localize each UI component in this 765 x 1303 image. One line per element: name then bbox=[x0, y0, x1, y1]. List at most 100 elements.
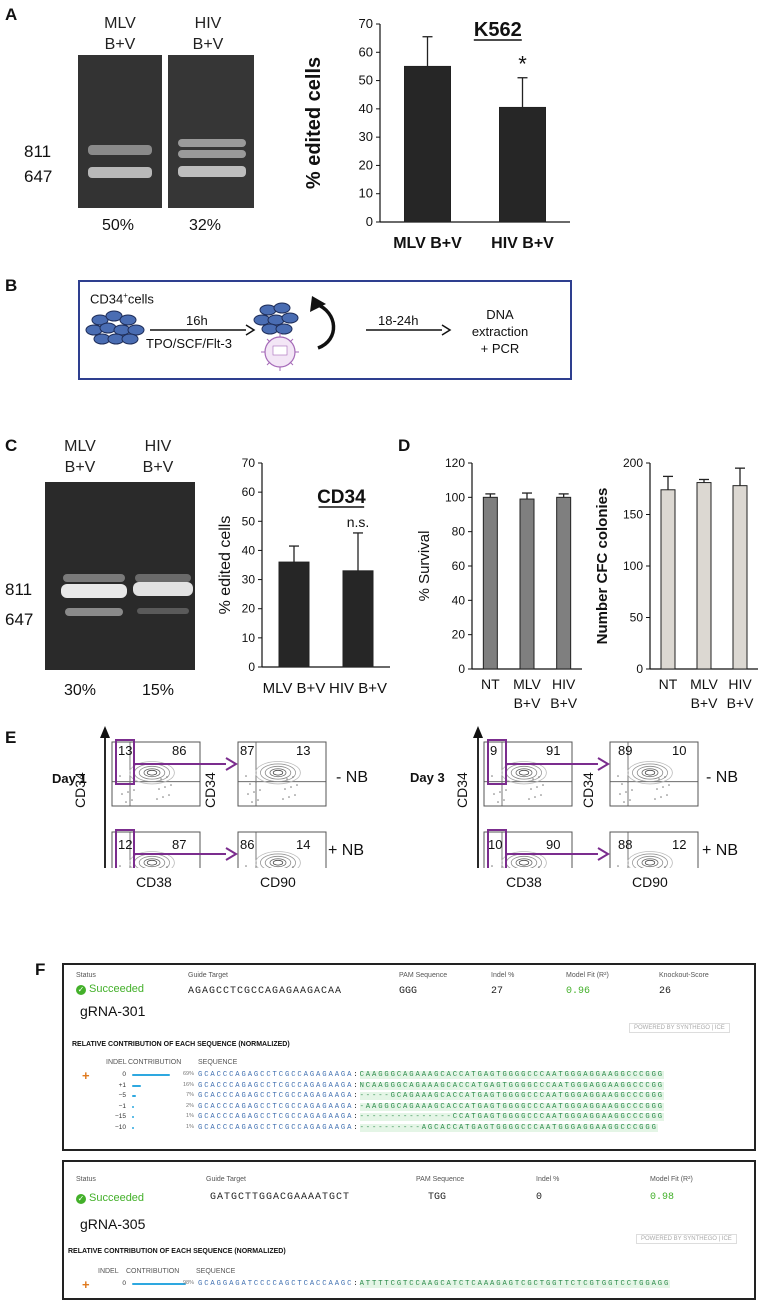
cut-site-marker: : bbox=[353, 1113, 360, 1121]
row-indel: −10 bbox=[114, 1123, 126, 1131]
model-fit-label: Model Fit (R²) bbox=[650, 1176, 693, 1183]
indel-value: 27 bbox=[491, 986, 504, 997]
event-dot bbox=[129, 781, 131, 783]
flow-quadrant-value: 10 bbox=[488, 837, 503, 852]
gel-band-647 bbox=[88, 167, 152, 178]
flow-plot-frame bbox=[609, 831, 699, 868]
event-dot bbox=[119, 865, 121, 867]
density-contour bbox=[272, 769, 284, 776]
gel-lane-bg bbox=[78, 55, 162, 208]
density-contour bbox=[264, 765, 292, 780]
x-axis-cd90: CD90 bbox=[260, 874, 296, 890]
viral-vector-icon bbox=[261, 333, 299, 371]
event-dot bbox=[119, 775, 121, 777]
sequence-guide-part: GCAGGAGATCCCCAGCTCACCAAGC bbox=[198, 1280, 354, 1288]
event-dot bbox=[127, 791, 129, 793]
event-dot bbox=[245, 865, 247, 867]
cells-name: CD34 bbox=[90, 291, 124, 307]
sequence-downstream-part: CAAGGGCAGAAAGCACCATGAGTGGGGCCCAATGGGAGGA… bbox=[359, 1071, 665, 1079]
col-sequence: SEQUENCE bbox=[196, 1268, 236, 1275]
category-label-line: B+V bbox=[727, 695, 755, 710]
y-tick-label: 50 bbox=[359, 73, 373, 88]
category-label-line: MLV bbox=[513, 676, 541, 692]
y-tick-label: 60 bbox=[359, 44, 373, 59]
flow-quadrant-value: 13 bbox=[118, 743, 133, 758]
density-contour bbox=[510, 765, 538, 780]
event-dot bbox=[656, 788, 658, 790]
edit-percent-lane1: 50% bbox=[102, 217, 135, 234]
sequence-downstream-part: ---------------CCATGAGTGGGGCCCAATGGGAGGA… bbox=[359, 1113, 665, 1121]
sequence-downstream-part: ATTTTCGTCCAAGCATCTCAAAGAGTCGCTGGTTCTCGTG… bbox=[359, 1280, 671, 1288]
event-dot bbox=[623, 801, 625, 803]
event-dot bbox=[245, 775, 247, 777]
flow-quadrant-value: 10 bbox=[672, 743, 687, 758]
axis-arrow-head-icon bbox=[473, 726, 483, 738]
cut-site-marker: : bbox=[353, 1123, 360, 1132]
gate-arrow-head-icon bbox=[597, 847, 610, 861]
event-dot bbox=[156, 798, 158, 800]
category-label-line: B+V bbox=[691, 695, 719, 710]
protocol-box bbox=[78, 280, 572, 380]
ice-report-gRNA-305: Status ✓Succeeded gRNA-305 Guide Target … bbox=[62, 1160, 756, 1300]
category-label-line: NT bbox=[659, 676, 678, 692]
protocol-diagram bbox=[85, 296, 452, 371]
x-axis-cd90: CD90 bbox=[632, 874, 668, 890]
density-contour bbox=[146, 769, 158, 776]
y-axis-cd34: CD34 bbox=[72, 772, 88, 808]
panel-f-label: F bbox=[35, 960, 46, 979]
y-tick-label: 100 bbox=[445, 490, 465, 504]
y-tick-label: 50 bbox=[242, 514, 256, 528]
y-tick-label: 20 bbox=[242, 602, 256, 616]
density-contour bbox=[259, 763, 296, 782]
density-contour bbox=[138, 855, 166, 868]
y-axis-label: % Survival bbox=[416, 531, 433, 602]
category-label-line: MLV bbox=[690, 676, 718, 692]
row-sequence: GCACCCAGAGCCTCGCCAGAGAAGA:----------AGCA… bbox=[198, 1123, 658, 1132]
flow-quadrant-value: 12 bbox=[118, 837, 133, 852]
col-contribution: CONTRIBUTION bbox=[128, 1059, 182, 1066]
event-dot bbox=[497, 801, 499, 803]
expand-plus-icon[interactable]: + bbox=[82, 1068, 90, 1083]
category-label: HIV B+V bbox=[329, 680, 387, 697]
edit-percent-lane1: 30% bbox=[64, 682, 97, 699]
col-contribution: CONTRIBUTION bbox=[126, 1268, 180, 1275]
bar bbox=[404, 65, 451, 223]
row-sequence: GCACCCAGAGCCTCGCCAGAGAAGA:--------------… bbox=[198, 1113, 665, 1121]
section-title: RELATIVE CONTRIBUTION OF EACH SEQUENCE (… bbox=[68, 1248, 286, 1255]
minus-nb-label: - NB bbox=[336, 769, 368, 786]
event-dot bbox=[158, 788, 160, 790]
density-contour bbox=[269, 768, 287, 778]
y-tick-label: 30 bbox=[359, 129, 373, 144]
y-tick-label: 40 bbox=[242, 543, 256, 557]
flow-quadrant-value: 14 bbox=[296, 837, 311, 852]
y-tick-label: 0 bbox=[458, 662, 465, 676]
event-dot bbox=[125, 801, 127, 803]
bar bbox=[278, 561, 310, 668]
expand-plus-icon[interactable]: + bbox=[82, 1277, 90, 1292]
gel-band-811 bbox=[88, 145, 152, 155]
pam-label: PAM Sequence bbox=[399, 972, 448, 979]
cut-site-marker: : bbox=[353, 1081, 360, 1090]
event-dot bbox=[631, 789, 633, 791]
event-dot bbox=[528, 798, 530, 800]
gate-box bbox=[487, 829, 507, 868]
y-axis-label: Number CFC colonies bbox=[594, 488, 611, 645]
flow-plot-frame bbox=[111, 831, 201, 868]
density-contour bbox=[264, 855, 292, 868]
cells-sup: + bbox=[123, 291, 128, 300]
cells-suffix: cells bbox=[127, 291, 154, 307]
section-title: RELATIVE CONTRIBUTION OF EACH SEQUENCE (… bbox=[72, 1041, 290, 1048]
endpoint-line: + PCR bbox=[480, 341, 520, 356]
gel-c-lane2-label: HIV B+V bbox=[130, 436, 186, 478]
event-dot bbox=[536, 786, 538, 788]
y-tick-label: 70 bbox=[359, 16, 373, 31]
category-label: MLV B+V bbox=[393, 235, 462, 252]
significance-label: n.s. bbox=[347, 514, 370, 530]
event-dot bbox=[296, 784, 298, 786]
flow-quadrant-value: 90 bbox=[546, 837, 561, 852]
bar bbox=[696, 482, 712, 670]
density-contour bbox=[632, 853, 668, 868]
